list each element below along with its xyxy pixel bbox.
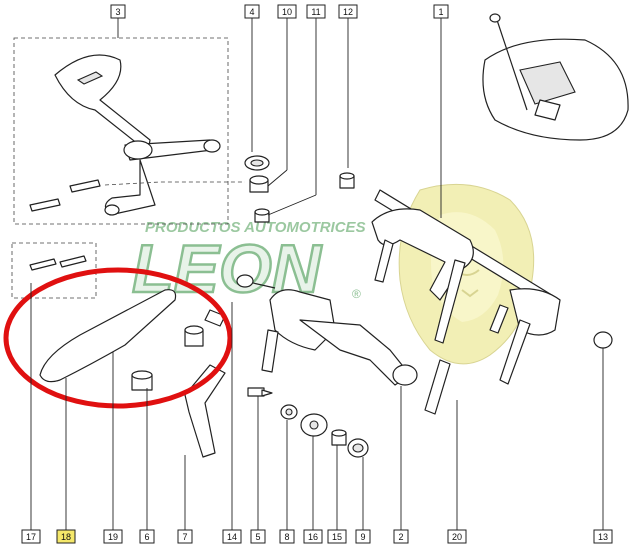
- selector-assembly: [236, 274, 451, 415]
- svg-text:14: 14: [227, 532, 237, 542]
- svg-text:4: 4: [249, 7, 254, 17]
- callout-9: 9: [355, 529, 371, 544]
- gear-lever-assembly: [29, 54, 245, 216]
- callout-11: 11: [306, 4, 326, 19]
- callout-5: 5: [250, 529, 266, 544]
- svg-text:2: 2: [398, 532, 403, 542]
- svg-text:15: 15: [332, 532, 342, 542]
- svg-text:6: 6: [144, 532, 149, 542]
- leader-lines: [30, 18, 604, 530]
- small-hardware-parts: [247, 387, 369, 458]
- svg-text:8: 8: [284, 532, 289, 542]
- svg-text:18: 18: [61, 532, 71, 542]
- svg-text:20: 20: [452, 532, 462, 542]
- callout-13: 13: [593, 529, 613, 544]
- callout-1: 1: [433, 4, 449, 19]
- callout-7: 7: [177, 529, 193, 544]
- svg-text:13: 13: [598, 532, 608, 542]
- svg-text:16: 16: [308, 532, 318, 542]
- shift-fork-assembly: [371, 189, 613, 385]
- svg-text:12: 12: [343, 7, 353, 17]
- svg-text:19: 19: [108, 532, 118, 542]
- svg-text:10: 10: [282, 7, 292, 17]
- callout-15: 15: [327, 529, 347, 544]
- svg-text:3: 3: [115, 7, 120, 17]
- svg-text:7: 7: [182, 532, 187, 542]
- svg-text:11: 11: [311, 7, 320, 17]
- callout-14: 14: [222, 529, 242, 544]
- callout-16: 16: [303, 529, 323, 544]
- dashed-box-part-17: [11, 242, 97, 299]
- callout-20: 20: [447, 529, 467, 544]
- callout-3: 3: [110, 4, 126, 19]
- callout-2: 2: [393, 529, 409, 544]
- callout-17: 17: [21, 529, 41, 544]
- callout-12: 12: [338, 4, 358, 19]
- gearbox-thumbnail: [482, 13, 629, 141]
- bushing-parts: [244, 155, 355, 223]
- watermark-tagline: PRODUCTOS AUTOMOTRICES: [145, 219, 366, 236]
- svg-text:5: 5: [255, 532, 260, 542]
- svg-text:17: 17: [26, 532, 36, 542]
- watermark-registered: ®: [352, 287, 361, 301]
- dashed-box-part-3: [13, 37, 229, 225]
- callout-4: 4: [244, 4, 260, 19]
- callout-8: 8: [279, 529, 295, 544]
- svg-text:1: 1: [438, 7, 443, 17]
- svg-text:9: 9: [360, 532, 365, 542]
- release-lever-part-18: [29, 255, 226, 458]
- callout-19: 19: [103, 529, 123, 544]
- callout-10: 10: [277, 4, 297, 19]
- highlight-ring: [3, 267, 233, 409]
- callout-18: 18: [56, 529, 76, 544]
- callout-6: 6: [139, 529, 155, 544]
